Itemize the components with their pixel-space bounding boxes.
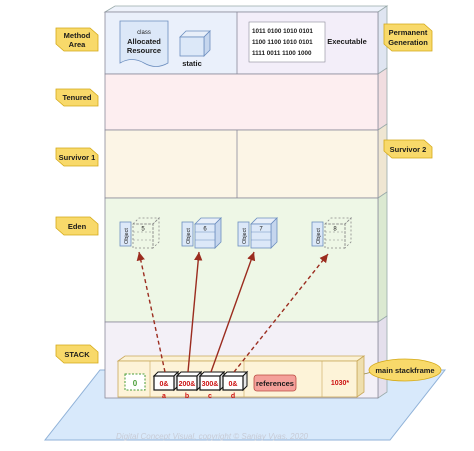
class-small-label: class [137,30,151,36]
tenured-section [104,67,388,131]
zero-cell-value: 0 [133,379,138,388]
eden-object-value: 6 [203,227,207,233]
survivor-1-label-text: Survivor 1 [59,153,96,162]
binary-line-3: 1111 0011 1100 1000 [252,50,312,57]
tenured-label: Tenured [55,88,99,107]
allocated-resource-doc: class Allocated Resource [119,20,169,67]
references-box [253,374,297,392]
reference-cell: 0&d [221,370,249,400]
reference-cell: 0&a [152,370,180,400]
permanent-generation-line-2: Generation [388,38,428,47]
eden-object-tag: Object [186,228,192,244]
reference-value: 200& [179,381,196,388]
reference-value: 0& [160,381,169,388]
zero-cell [124,373,146,391]
survivor-section [104,123,388,199]
binary-line-2: 1100 1100 1010 0101 [252,39,313,46]
static-label: static [182,59,202,68]
stack-address: 1030* [331,380,350,387]
eden-object-tag: Object [124,228,130,244]
allocated-resource-line-1: Allocated [127,37,161,46]
eden-object-tag: Object [242,228,248,244]
method-area-label-line-1: Method [64,31,91,40]
reference-letter: b [185,393,189,400]
binary-line-1: 1011 0100 1010 0101 [252,28,313,35]
eden-object-value: 8 [333,227,337,233]
eden-object: Object 8 [311,217,352,249]
reference-arrow [187,251,203,373]
allocated-resource-line-2: Resource [127,46,161,55]
eden-label-text: Eden [68,222,87,231]
eden-objects: Object 5 Object 6 Object 7 Object 8 [119,217,352,249]
eden-object: Object 5 [119,217,160,249]
eden-object: Object 6 [181,217,222,249]
survivor-2-label-text: Survivor 2 [390,145,427,154]
eden-object: Object 7 [237,217,278,249]
permanent-generation-line-1: Permanent [389,28,428,37]
static-cube: static [179,30,211,68]
survivor-1-label: Survivor 1 [55,147,99,167]
eden-section [104,191,388,323]
executable-binary: 1011 0100 1010 0101 1100 1100 1010 0101 … [248,21,367,63]
main-stackframe-label: main stackframe [363,358,442,382]
stack-label: STACK [55,344,99,364]
eden-object-value: 7 [259,227,263,233]
survivor-2-label: Survivor 2 [383,139,433,159]
executable-label: Executable [327,37,367,46]
reference-cell: 300&c [198,370,226,400]
main-stackframe-label-text: main stackframe [375,366,434,375]
eden-label: Eden [55,216,99,236]
footer-copyright: Digital Concept Visual, copyright © Sanj… [116,432,308,441]
reference-letter: c [208,393,212,400]
permanent-generation-label: Permanent Generation [383,23,433,52]
reference-value: 300& [202,381,219,388]
reference-arrows [136,251,329,373]
tenured-label-text: Tenured [62,93,91,102]
eden-object-value: 5 [141,227,145,233]
reference-letter: d [231,393,235,400]
stack-label-text: STACK [64,350,90,359]
references-label: references [256,379,294,388]
reference-value: 0& [229,381,238,388]
reference-arrow [210,251,256,373]
method-area-label: Method Area [55,27,99,52]
reference-letter: a [162,393,166,400]
eden-object-tag: Object [316,228,322,244]
method-area-label-line-2: Area [69,40,87,49]
